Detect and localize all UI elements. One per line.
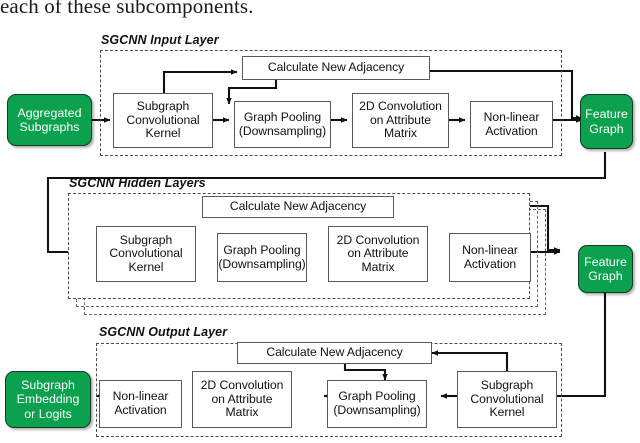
stage-line-2: Activation — [463, 256, 517, 271]
stage-line-1: 2D Convolution — [336, 232, 420, 247]
stage-line-2: on Attribute — [369, 112, 432, 127]
stage-line-1: 2D Convolution — [200, 378, 284, 393]
stage-line-1: 2D Convolution — [359, 99, 442, 114]
section-label-hidden-layers: SGCNN Hidden Layers — [69, 176, 206, 190]
hidden-non-linear-activation-box[interactable]: Non-linear Activation — [449, 233, 531, 282]
input-non-linear-activation-box[interactable]: Non-linear Activation — [470, 101, 553, 148]
stage-line-2: Convolutional — [109, 246, 183, 261]
stage-line-1: Non-linear — [483, 109, 540, 124]
input-calculate-new-adjacency-box[interactable]: Calculate New Adjacency — [242, 56, 430, 80]
hidden-calculate-new-adjacency-box[interactable]: Calculate New Adjacency — [202, 196, 394, 218]
output-non-linear-activation-box[interactable]: Non-linear Activation — [99, 380, 182, 428]
stage-line-2: (Downsampling) — [218, 256, 306, 271]
stage-line-3: Kernel — [128, 259, 164, 274]
terminal-line-1: Subgraph — [21, 378, 75, 393]
terminal-subgraph-embedding-or-logits[interactable]: Subgraph Embedding or Logits — [5, 371, 91, 428]
terminal-line-1: Feature — [584, 254, 627, 269]
stage-line-1: Subgraph — [480, 378, 534, 393]
terminal-line-2: Graph — [588, 269, 623, 283]
stage-line-2: Activation — [114, 403, 167, 417]
output-graph-pooling-box[interactable]: Graph Pooling (Downsampling) — [327, 380, 427, 428]
frame-input-layer — [100, 50, 562, 156]
output-subgraph-conv-kernel-box[interactable]: Subgraph Convolutional Kernel — [457, 371, 557, 428]
terminal-feature-graph-1[interactable]: Feature Graph — [580, 94, 633, 149]
stage-line-2: on Attribute — [347, 246, 409, 261]
stage-line-1: Non-linear — [112, 389, 169, 404]
stage-line-2: (Downsampling) — [238, 123, 327, 138]
stage-line-3: Kernel — [145, 126, 181, 141]
output-conv-2d-attribute-box[interactable]: 2D Convolution on Attribute Matrix — [192, 371, 292, 428]
stage-line-1: Graph Pooling — [338, 389, 416, 404]
stage-line-2: Convolutional — [470, 391, 544, 406]
stage-line-2: Activation — [485, 123, 538, 138]
input-conv-2d-attribute-box[interactable]: 2D Convolution on Attribute Matrix — [352, 93, 449, 148]
input-graph-pooling-box[interactable]: Graph Pooling (Downsampling) — [234, 101, 331, 148]
stage-line-3: Matrix — [361, 259, 395, 274]
hidden-adjacency-label: Calculate New Adjacency — [229, 199, 367, 214]
terminal-line-1: Feature — [585, 107, 628, 122]
stage-line-3: Kernel — [489, 405, 525, 420]
stage-line-1: Subgraph — [119, 232, 173, 247]
terminal-line-1: Aggregated — [17, 105, 82, 120]
stage-line-3: Matrix — [384, 126, 417, 141]
terminal-line-2: Subgraphs — [19, 120, 80, 134]
stage-line-1: Graph Pooling — [243, 109, 322, 124]
terminal-line-2: Graph — [589, 121, 624, 136]
input-subgraph-conv-kernel-box[interactable]: Subgraph Convolutional Kernel — [113, 93, 213, 148]
stage-line-1: Subgraph — [136, 99, 190, 114]
stage-line-2: Convolutional — [126, 112, 200, 127]
terminal-aggregated-subgraphs[interactable]: Aggregated Subgraphs — [7, 94, 92, 146]
hidden-subgraph-conv-kernel-box[interactable]: Subgraph Convolutional Kernel — [96, 226, 196, 282]
hidden-conv-2d-attribute-box[interactable]: 2D Convolution on Attribute Matrix — [328, 226, 428, 282]
output-adjacency-label: Calculate New Adjacency — [266, 345, 403, 360]
stage-line-2: (Downsampling) — [333, 403, 421, 417]
terminal-line-3: or Logits — [24, 406, 72, 421]
terminal-line-2: Embedding — [16, 392, 80, 407]
stage-line-2: on Attribute — [211, 391, 273, 406]
page-caption-text: each of these subcomponents. — [0, 0, 254, 18]
section-label-output-layer: SGCNN Output Layer — [99, 325, 228, 339]
stage-line-1: Non-linear — [462, 242, 518, 257]
input-adjacency-label: Calculate New Adjacency — [267, 60, 405, 75]
stage-line-3: Matrix — [225, 405, 259, 420]
hidden-graph-pooling-box[interactable]: Graph Pooling (Downsampling) — [217, 233, 307, 282]
output-calculate-new-adjacency-box[interactable]: Calculate New Adjacency — [237, 342, 432, 364]
section-label-input-layer: SGCNN Input Layer — [101, 33, 219, 47]
stage-line-1: Graph Pooling — [223, 242, 301, 257]
terminal-feature-graph-2[interactable]: Feature Graph — [578, 245, 633, 293]
